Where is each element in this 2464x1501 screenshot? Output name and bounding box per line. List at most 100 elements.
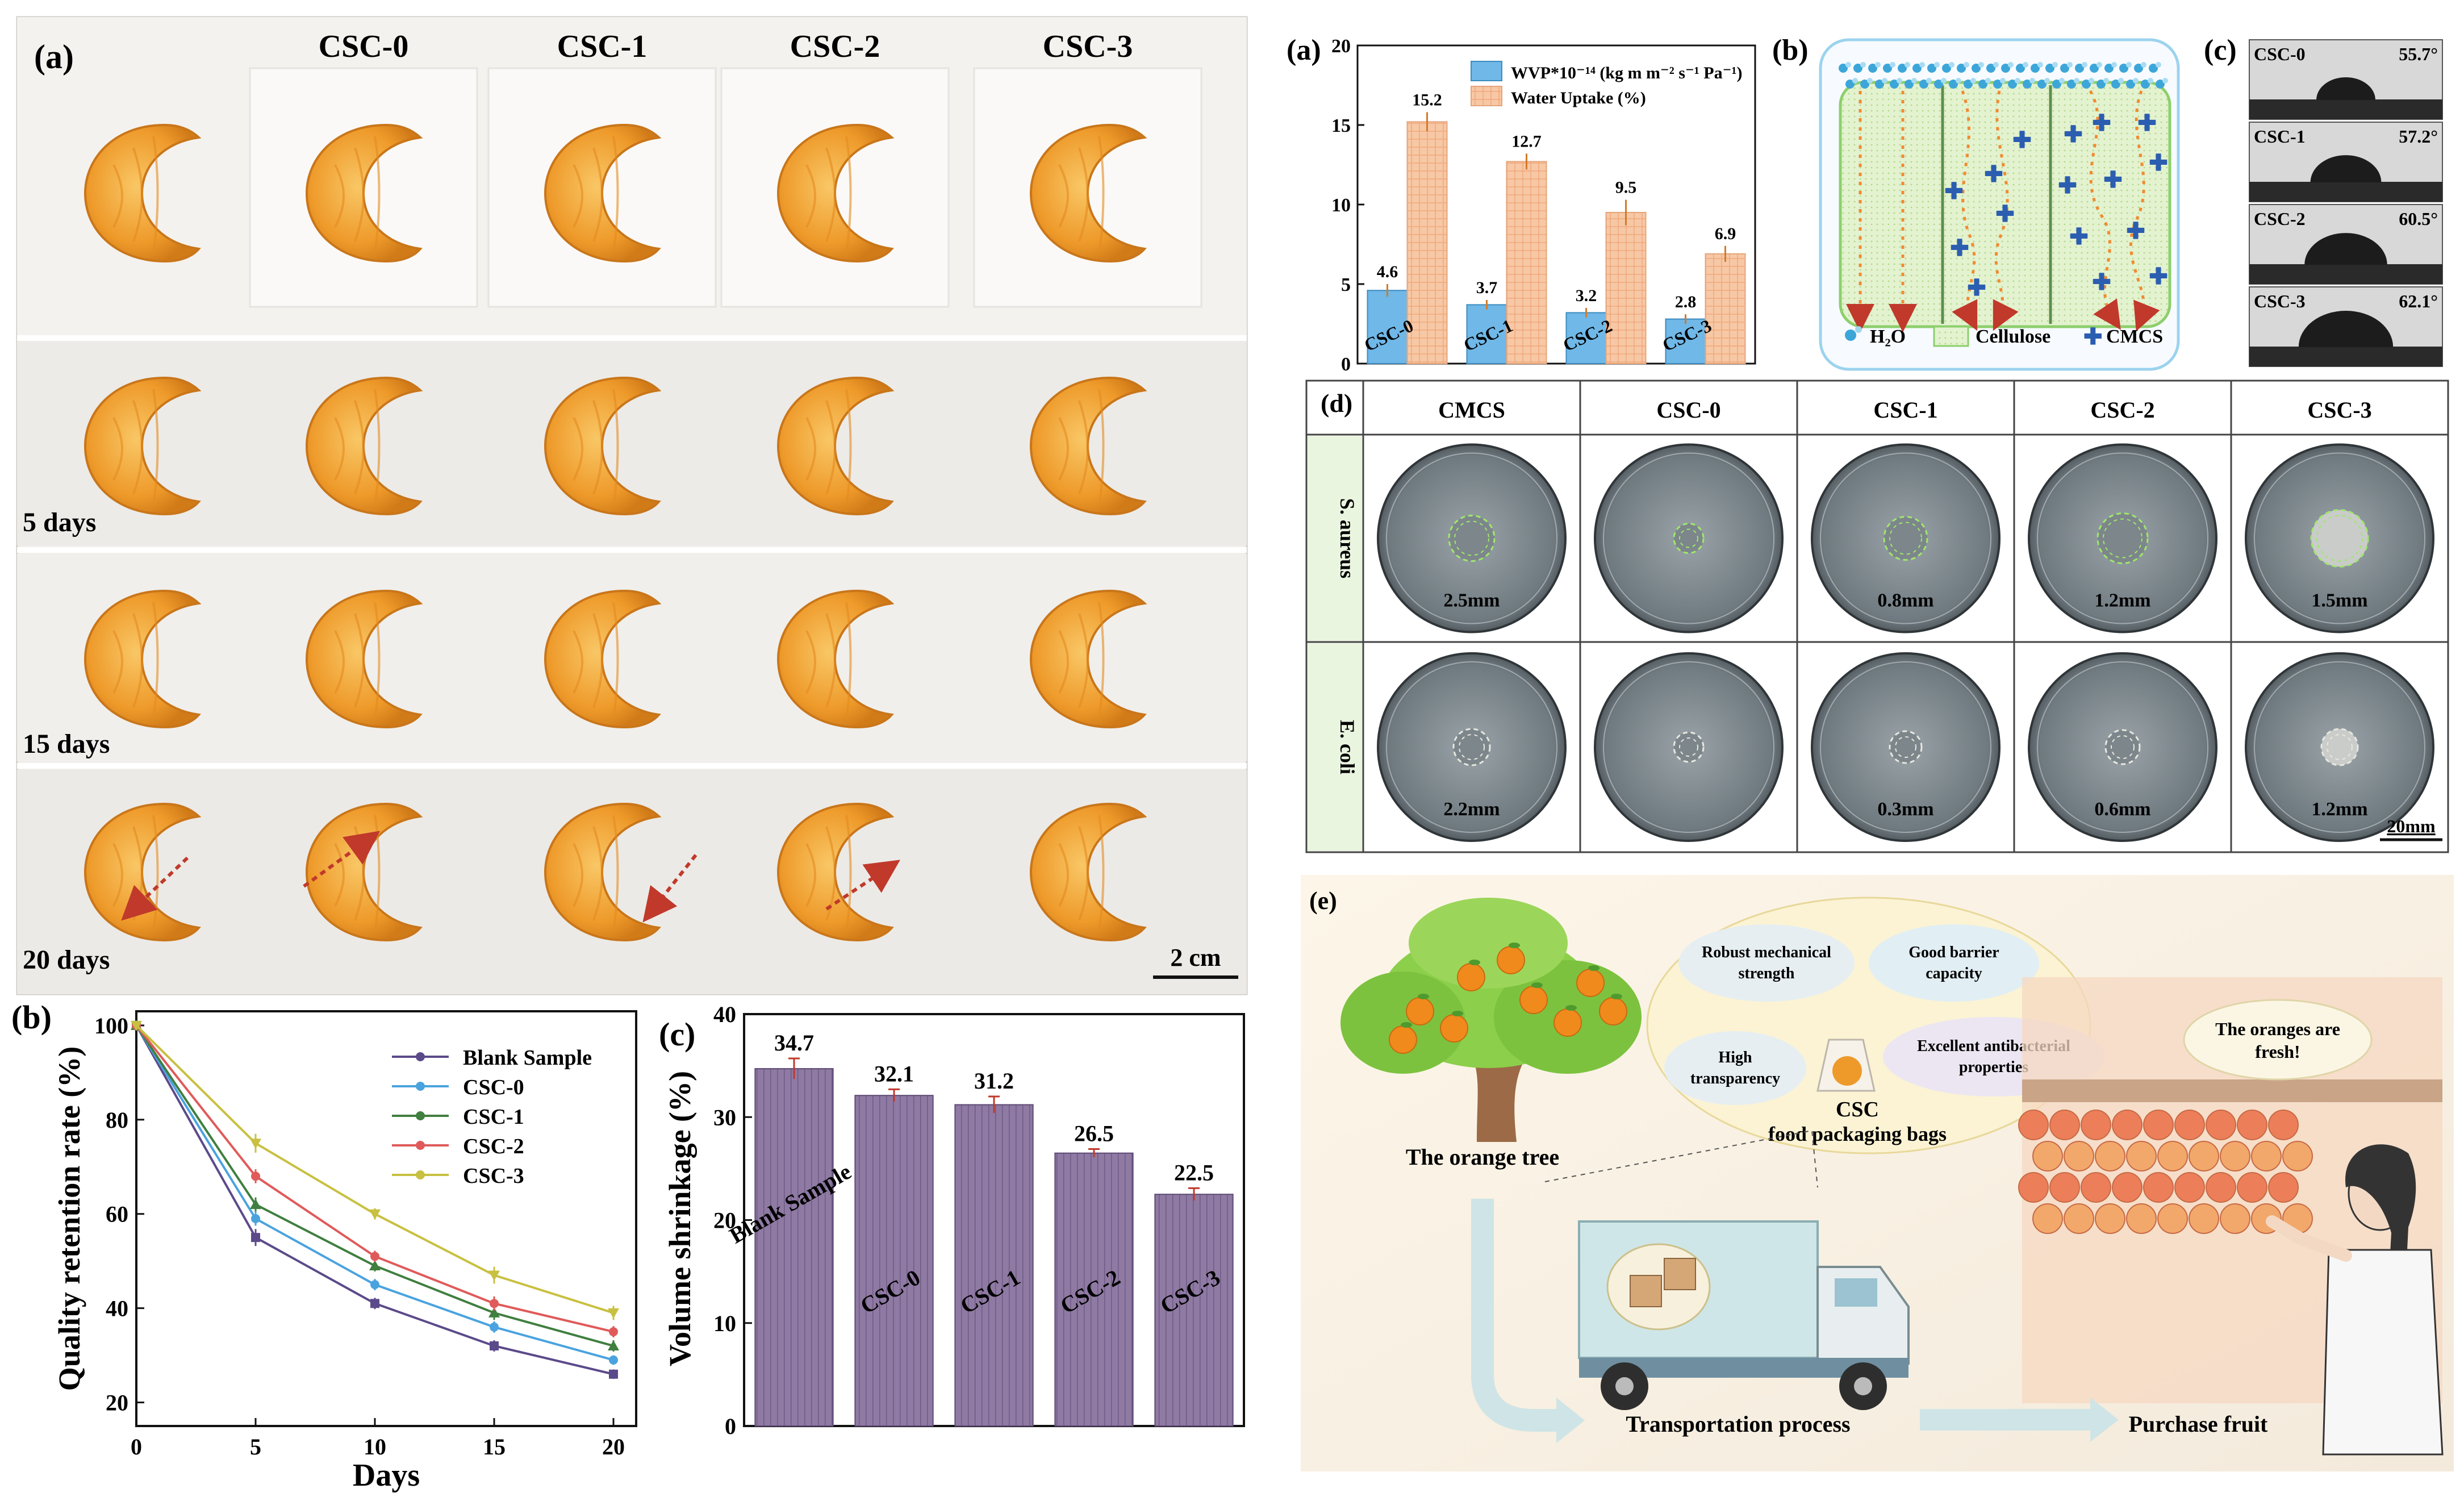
- cmcs-cross: ✚: [2137, 110, 2157, 136]
- water-molecule: [2097, 80, 2106, 89]
- water-molecule: [2031, 64, 2040, 73]
- market-fruit: [2064, 1141, 2094, 1171]
- water-molecule: [1957, 64, 1966, 73]
- contact-angle-value: 55.7°: [2399, 44, 2438, 64]
- water-molecule: [2134, 64, 2143, 73]
- tree-orange: [1440, 1014, 1468, 1043]
- water-molecule: [2119, 64, 2128, 73]
- wvp-value-label: 2.8: [1675, 293, 1697, 311]
- market-fruit: [2032, 1141, 2063, 1171]
- water-droplet: [2316, 77, 2375, 100]
- quality-point: [490, 1341, 499, 1350]
- properties-bubble: Robust mechanical strength Good barrier …: [1646, 897, 2104, 1154]
- quality-point: [131, 1020, 142, 1031]
- water-molecule: [1868, 64, 1877, 73]
- orange-tree-illustration: The orange tree: [1340, 898, 1642, 1170]
- quality-point: [488, 1307, 500, 1317]
- panel-label-d: (d): [1321, 389, 1352, 418]
- quality-y-tick: 80: [106, 1107, 128, 1133]
- water-uptake-bar: [1605, 212, 1647, 364]
- tree-orange: [1497, 946, 1525, 974]
- quality-y-tick: 20: [106, 1390, 128, 1416]
- quality-point: [609, 1369, 618, 1379]
- shrinkage-value-label: 22.5: [1174, 1160, 1214, 1185]
- market-fruit: [2126, 1203, 2157, 1234]
- inhibition-zone-label: 1.5mm: [2311, 590, 2367, 611]
- market-fruit: [2157, 1203, 2188, 1234]
- scale-bar-label: 2 cm: [1170, 944, 1221, 972]
- tree-orange: [1389, 1025, 1417, 1054]
- wvp-y-tick: 10: [1331, 195, 1351, 216]
- quality-legend-label: Blank Sample: [463, 1046, 592, 1070]
- inhibition-zone: [2104, 729, 2141, 765]
- water-droplet: [2310, 155, 2382, 182]
- inhibition-zone: [2310, 509, 2369, 568]
- wvp-y-tick: 20: [1331, 36, 1351, 57]
- market-fruit: [2220, 1203, 2250, 1234]
- legend-swatch-water-uptake: [1471, 86, 1502, 106]
- shrinkage-bar: [1154, 1194, 1234, 1427]
- cmcs-cross: ✚: [2149, 264, 2168, 289]
- legend-swatch-wvp: [1471, 61, 1502, 81]
- tree-orange: [1406, 997, 1434, 1025]
- antibacterial-col-header: CMCS: [1438, 397, 1505, 423]
- cmcs-cross: ✚: [2064, 122, 2083, 147]
- cmcs-cross: ✚: [2012, 127, 2032, 153]
- wvp-value-label: 12.7: [1511, 132, 1542, 151]
- water-molecule: [1949, 80, 1958, 89]
- wvp-value-label: 15.2: [1412, 91, 1442, 110]
- quality-point: [608, 1308, 619, 1319]
- wvp-y-tick: 15: [1331, 115, 1351, 136]
- market-fruit: [2095, 1203, 2125, 1234]
- water-molecule: [2023, 80, 2032, 89]
- application-scenario: (e) The orange tree Robust mechanical st…: [1301, 875, 2454, 1471]
- photo-col-header: CSC-3: [1043, 29, 1133, 64]
- bacteria-row-label: S. aureus: [1336, 498, 1359, 578]
- market-fruit: [2157, 1141, 2188, 1171]
- water-molecule: [2052, 80, 2061, 89]
- water-molecule: [1839, 64, 1848, 73]
- quality-legend-label: CSC-2: [463, 1135, 524, 1158]
- quality-point: [488, 1270, 500, 1281]
- market-fruit: [2112, 1172, 2143, 1203]
- inhibition-zone-label: 1.2mm: [2311, 799, 2367, 820]
- water-diffusion-path: [2129, 90, 2160, 332]
- market-fruit: [2095, 1141, 2125, 1171]
- quality-legend-label: CSC-0: [463, 1075, 524, 1099]
- flow-arrow-right: [1920, 1409, 2090, 1431]
- legend-cmcs: CMCS: [2106, 326, 2163, 347]
- inhibition-zone: [1889, 730, 1923, 764]
- transport-label: Transportation process: [1626, 1411, 1850, 1437]
- bag-orange-icon: [1832, 1056, 1862, 1086]
- water-diffusion-path: [1993, 90, 2019, 331]
- supermarket-scene: The oranges are fresh!: [2018, 977, 2444, 1456]
- property-barrier-line2: capacity: [1926, 965, 1982, 982]
- market-fruit: [2081, 1110, 2111, 1140]
- market-fruit: [2018, 1110, 2049, 1140]
- quality-point: [250, 1199, 261, 1210]
- water-molecule: [1919, 80, 1928, 89]
- cargo-box-icon: [1630, 1275, 1662, 1307]
- water-molecule: [2045, 64, 2054, 73]
- speech-line1: The oranges are: [2215, 1019, 2340, 1039]
- quality-x-tick: 15: [483, 1434, 506, 1460]
- truck-illustration: Transportation process: [1544, 1129, 1910, 1437]
- cmcs-cross: ✚: [1944, 178, 1964, 204]
- water-molecule: [1964, 80, 1973, 89]
- shrinkage-bar: [1054, 1152, 1134, 1427]
- flow-arrow-head-2: [2090, 1398, 2119, 1442]
- panel-label-c-left: (c): [659, 1016, 695, 1053]
- market-fruit: [2206, 1110, 2236, 1140]
- market-fruit: [2018, 1172, 2049, 1203]
- quality-point: [251, 1233, 260, 1243]
- water-molecule: [1993, 80, 2002, 89]
- water-molecule: [1942, 64, 1951, 73]
- water-molecule: [1972, 64, 1981, 73]
- property-transparency-line2: transparency: [1690, 1070, 1780, 1087]
- cmcs-cross: ✚: [2149, 150, 2168, 176]
- deterioration-arrow: [121, 856, 189, 921]
- market-fruit: [2174, 1172, 2205, 1203]
- market-fruit: [2206, 1172, 2236, 1203]
- water-molecule: [2082, 80, 2091, 89]
